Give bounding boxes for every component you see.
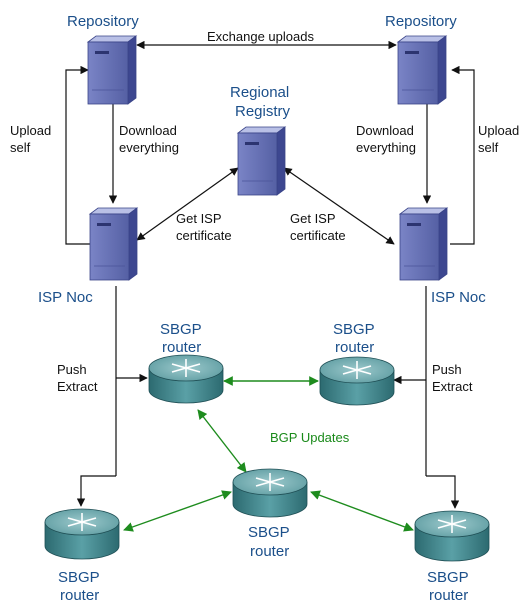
push-extract-right-line1: Push xyxy=(432,362,462,377)
download-right-line2: everything xyxy=(356,140,416,155)
bgp-link-center-right xyxy=(310,490,414,532)
push-extract-right-line2: Extract xyxy=(432,379,473,394)
links-bgp xyxy=(123,376,414,532)
get-cert-right-line2: certificate xyxy=(290,228,346,243)
get-cert-left-line1: Get ISP xyxy=(176,211,222,226)
registry-label-line1: Regional xyxy=(230,84,289,101)
get-cert-right-link xyxy=(283,167,395,245)
router-top-left[interactable] xyxy=(148,354,224,404)
router-bottom-left-label-line2: router xyxy=(60,587,99,603)
router-top-right-label-line2: router xyxy=(335,339,374,356)
noc-right-label: ISP Noc xyxy=(431,289,486,306)
router-center[interactable] xyxy=(232,468,308,518)
server-isp-noc-right[interactable] xyxy=(398,207,449,281)
push-extract-left-line1: Push xyxy=(57,362,87,377)
registry-label-line2: Registry xyxy=(235,103,291,120)
router-bottom-left-label-line1: SBGP xyxy=(58,569,100,586)
get-cert-right-line1: Get ISP xyxy=(290,211,336,226)
router-top-left-label-line2: router xyxy=(162,339,201,356)
router-bottom-right-label-line2: router xyxy=(429,587,468,603)
router-top-left-label-line1: SBGP xyxy=(160,321,202,338)
router-bottom-left[interactable] xyxy=(44,508,120,560)
download-left-line1: Download xyxy=(119,123,177,138)
noc-left-label: ISP Noc xyxy=(38,289,93,306)
download-right-line1: Download xyxy=(356,123,414,138)
get-cert-left-link xyxy=(136,167,239,241)
server-isp-noc-left[interactable] xyxy=(88,207,139,281)
get-cert-left-line2: certificate xyxy=(176,228,232,243)
router-top-right[interactable] xyxy=(319,356,395,406)
repo-left-label: Repository xyxy=(67,13,139,30)
upload-self-left-line2: self xyxy=(10,140,31,155)
router-center-label-line1: SBGP xyxy=(248,524,290,541)
server-repo-right[interactable] xyxy=(396,35,448,105)
router-bottom-right-label-line1: SBGP xyxy=(427,569,469,586)
bgp-updates-label: BGP Updates xyxy=(270,430,350,445)
noc-right-to-router-link xyxy=(426,475,460,509)
router-bottom-right[interactable] xyxy=(414,510,490,562)
noc-left-to-router-link xyxy=(76,475,116,507)
push-extract-left-line2: Extract xyxy=(57,379,98,394)
router-center-label-line2: router xyxy=(250,543,289,560)
upload-self-right-link xyxy=(450,65,475,245)
router-top-right-label-line1: SBGP xyxy=(333,321,375,338)
server-repo-left[interactable] xyxy=(86,35,138,105)
exchange-uploads-label: Exchange uploads xyxy=(207,29,314,44)
bgp-link-top-center xyxy=(197,409,247,473)
links-black xyxy=(65,40,475,509)
upload-self-right-line2: self xyxy=(478,140,499,155)
upload-self-left-line1: Upload xyxy=(10,123,51,138)
download-left-line2: everything xyxy=(119,140,179,155)
bgp-link-left-center xyxy=(123,490,232,532)
repo-right-label: Repository xyxy=(385,13,457,30)
upload-self-left-link xyxy=(65,65,90,245)
upload-self-right-line1: Upload xyxy=(478,123,519,138)
server-regional-registry[interactable] xyxy=(236,126,287,196)
